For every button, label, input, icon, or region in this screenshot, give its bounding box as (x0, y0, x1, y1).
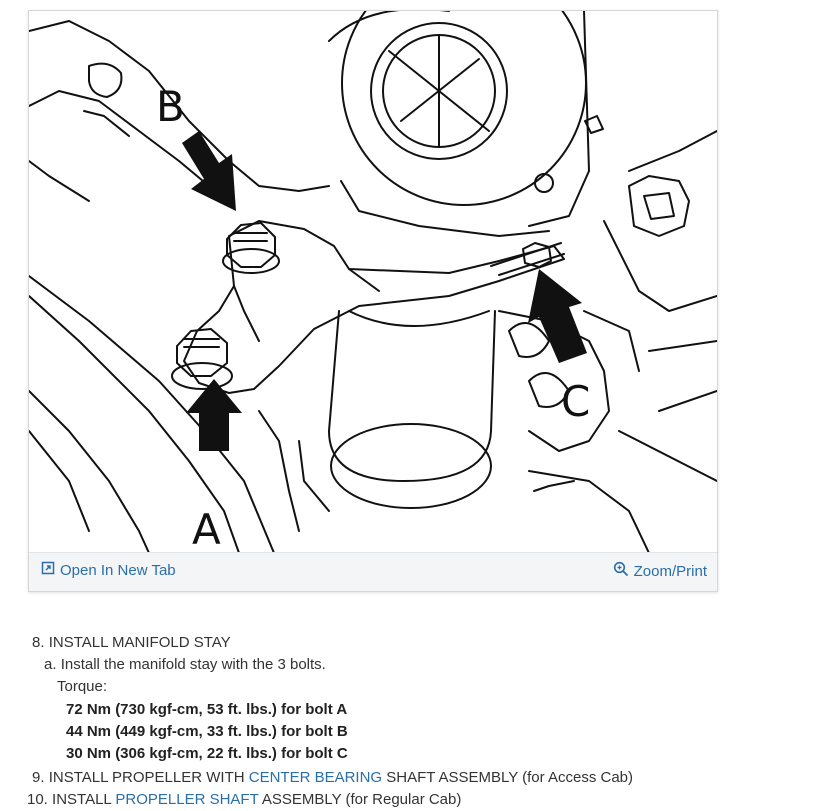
step-8: 8. INSTALL MANIFOLD STAY (32, 632, 231, 654)
step-text: INSTALL MANIFOLD STAY (48, 634, 231, 651)
step-9: 9. INSTALL PROPELLER WITH CENTER BEARING… (32, 767, 633, 789)
manifold-stay-illustration: B A C (29, 11, 717, 553)
open-in-new-tab-link[interactable]: Open In New Tab (41, 561, 176, 579)
torque-bolt-c: 30 Nm (306 kgf-cm, 22 ft. lbs.) for bolt… (66, 745, 348, 762)
open-new-tab-icon (41, 561, 55, 579)
step-8a: a. Install the manifold stay with the 3 … (44, 654, 326, 676)
step-10: 10. INSTALL PROPELLER SHAFT ASSEMBLY (fo… (27, 789, 461, 811)
figure-container: B A C Open In New Tab Zoom/Print (28, 10, 718, 592)
torque-bolt-b: 44 Nm (449 kgf-cm, 33 ft. lbs.) for bolt… (66, 723, 348, 740)
torque-bolt-a: 72 Nm (730 kgf-cm, 53 ft. lbs.) for bolt… (66, 701, 348, 718)
step-text: ASSEMBLY (for Regular Cab) (258, 791, 462, 808)
propeller-shaft-link[interactable]: PROPELLER SHAFT (115, 791, 259, 808)
torque-label: Torque: (57, 678, 108, 695)
callout-a: A (192, 505, 221, 553)
callout-c: C (561, 377, 590, 426)
substep-text: Install the manifold stay with the 3 bol… (60, 656, 326, 673)
magnifier-icon (613, 561, 629, 581)
open-in-new-tab-label: Open In New Tab (60, 561, 176, 579)
step-number: 9. (32, 769, 45, 786)
zoom-print-label: Zoom/Print (633, 562, 707, 580)
step-text: INSTALL PROPELLER WITH (48, 769, 249, 786)
step-number: 8. (32, 634, 45, 651)
substep-letter: a. (44, 656, 57, 673)
step-text: INSTALL (52, 791, 116, 808)
figure-toolbar: Open In New Tab Zoom/Print (29, 552, 717, 591)
zoom-print-link[interactable]: Zoom/Print (613, 561, 707, 581)
center-bearing-link[interactable]: CENTER BEARING (248, 769, 383, 786)
callout-b: B (156, 82, 185, 131)
step-text: SHAFT ASSEMBLY (for Access Cab) (382, 769, 634, 786)
step-number: 10. (27, 791, 48, 808)
